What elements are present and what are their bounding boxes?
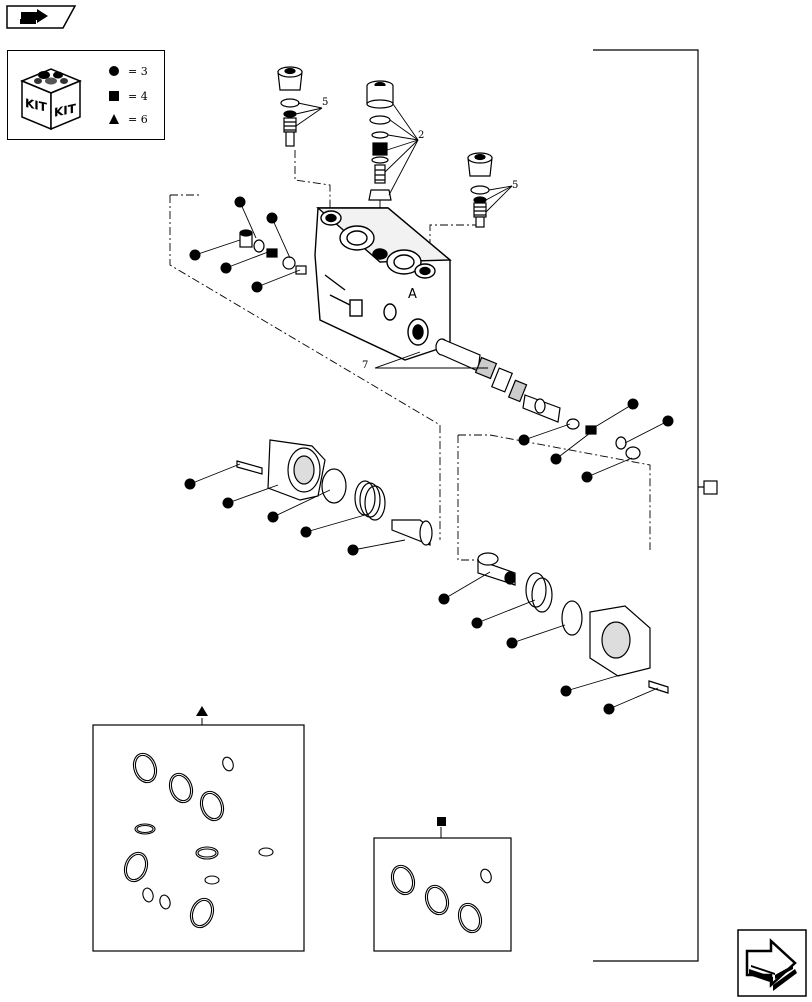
callout-leader-right-valve [485,185,513,213]
valve-body [314,207,452,361]
callout-5-right: 5 [512,180,518,191]
empty-square-icon [703,480,718,495]
legend-square-count: = 4 [128,90,148,103]
callout-leader-center-valve [384,103,419,196]
relief-valve-left [277,66,303,147]
left-cap-assembly [236,439,433,546]
legend-triangle-count: = 6 [128,113,148,126]
right-cap-assembly [477,552,669,694]
back-arrow-icon [6,5,77,29]
kit-box-icon: KIT KIT [20,68,82,131]
triangle-kit-box [92,706,305,952]
o-ring-set-large [123,752,274,929]
square-kit-box [373,817,512,952]
spool-assembly [435,338,641,460]
callout-leader-left-valve [295,102,323,127]
square-icon [109,91,119,101]
kit-label-right: KIT [54,101,77,120]
callout-5-left: 5 [322,97,328,108]
circle-icon [109,66,119,76]
relief-valve-right [467,152,493,228]
kit-label-left: KIT [25,96,48,115]
part-callout-dots [189,201,669,710]
callout-leader-spool [374,351,488,369]
callout-2-center: 2 [418,130,424,141]
assembly-bracket [593,49,718,962]
triangle-icon [196,706,208,716]
left-side-plug-parts [239,229,307,275]
forward-nav-button[interactable] [737,929,807,997]
callout-7-spool: 7 [362,360,368,371]
relief-valve-center [366,80,394,201]
forward-arrow-icon [737,929,807,997]
square-icon [437,817,446,826]
valve-body-marking: A [408,287,417,302]
kit-legend: KIT KIT = 3 = 4 = 6 [7,50,165,140]
o-ring-set-small [390,864,492,934]
triangle-icon [109,114,119,124]
back-nav-button[interactable] [6,5,77,29]
legend-circle-count: = 3 [128,65,148,78]
